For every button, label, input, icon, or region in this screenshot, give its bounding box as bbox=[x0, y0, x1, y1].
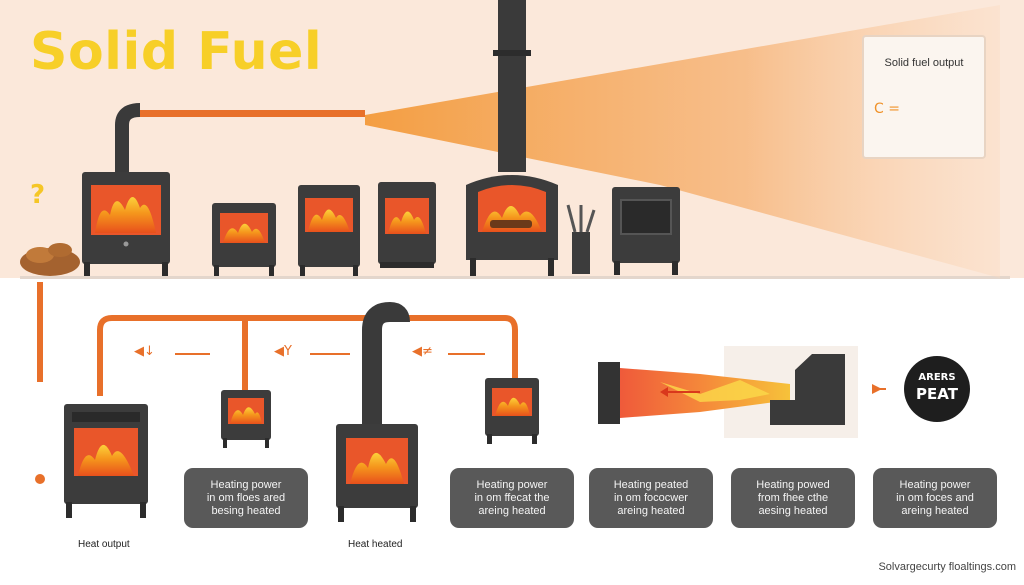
caption-1: Heating power in om floes ared besing he… bbox=[184, 468, 308, 528]
caption-2-line-2: in om ffecat the bbox=[474, 491, 550, 504]
floor-line bbox=[20, 276, 1010, 279]
stove-3 bbox=[298, 185, 360, 276]
heat-output-label: Heat output bbox=[78, 539, 130, 550]
legend-title: Solid fuel output bbox=[884, 57, 964, 69]
caption-4-line-3: aesing heated bbox=[758, 504, 828, 517]
caption-3-line-1: Heating peated bbox=[613, 478, 689, 491]
caption-1-line-3: besing heated bbox=[211, 504, 281, 517]
caption-3-line-3: areing heated bbox=[617, 504, 685, 517]
stove-6 bbox=[612, 187, 680, 275]
caption-4-line-1: Heating powed bbox=[756, 478, 830, 491]
tall-chimney bbox=[498, 0, 526, 172]
caption-4-line-2: from fhee cthe bbox=[757, 491, 829, 504]
peat-badge bbox=[904, 356, 970, 422]
caption-5-line-1: Heating power bbox=[899, 478, 971, 491]
badge-line-2: PEAT bbox=[916, 385, 958, 403]
flow-marker-1: ◀↓ bbox=[134, 344, 155, 359]
badge-text: ARERS PEAT bbox=[904, 369, 970, 403]
caption-1-line-2: in om floes ared bbox=[206, 491, 286, 504]
caption-1-line-1: Heating power bbox=[210, 478, 282, 491]
badge-line-1: ARERS bbox=[918, 372, 956, 383]
caption-5: Heating power in om foces and areing hea… bbox=[873, 468, 997, 528]
caption-2-line-1: Heating power bbox=[476, 478, 548, 491]
orange-pipe bbox=[140, 110, 365, 117]
fireside-tools bbox=[566, 204, 596, 274]
log-pile bbox=[20, 243, 80, 276]
caption-5-line-3: areing heated bbox=[901, 504, 969, 517]
caption-4: Heating powed from fhee cthe aesing heat… bbox=[731, 468, 855, 528]
stove-lower-4 bbox=[485, 378, 539, 444]
caption-2-line-3: areing heated bbox=[478, 504, 546, 517]
caption-3-line-2: in om fococwer bbox=[614, 491, 688, 504]
caption-3: Heating peated in om fococwer areing hea… bbox=[589, 468, 713, 528]
orange-ducting bbox=[37, 282, 518, 396]
page-title: Solid Fuel bbox=[30, 22, 323, 82]
heat-heated-label: Heat heated bbox=[348, 539, 403, 550]
legend-glyph: C = bbox=[874, 101, 900, 117]
caption-2: Heating power in om ffecat the areing he… bbox=[450, 468, 574, 528]
heat-beam bbox=[365, 5, 1000, 278]
watermark: Solvargecurty floaltings.com bbox=[878, 561, 1016, 573]
stove-4 bbox=[378, 182, 436, 268]
flow-marker-2: ◀Y bbox=[274, 344, 292, 359]
caption-5-line-2: in om foces and bbox=[896, 491, 974, 504]
stove-lower-3 bbox=[336, 301, 418, 522]
stove-lower-2 bbox=[221, 390, 271, 448]
stove-lower-1 bbox=[64, 404, 148, 518]
legend-box: Solid fuel output C = bbox=[862, 35, 986, 159]
flow-marker-3: ◀≠ bbox=[412, 344, 433, 359]
stove-5 bbox=[466, 175, 558, 276]
stove-1 bbox=[82, 103, 170, 276]
orange-dot bbox=[35, 474, 45, 484]
heat-transfer-graphic bbox=[598, 346, 858, 438]
stove-2 bbox=[212, 203, 276, 276]
warning-icon: ? bbox=[30, 180, 46, 210]
